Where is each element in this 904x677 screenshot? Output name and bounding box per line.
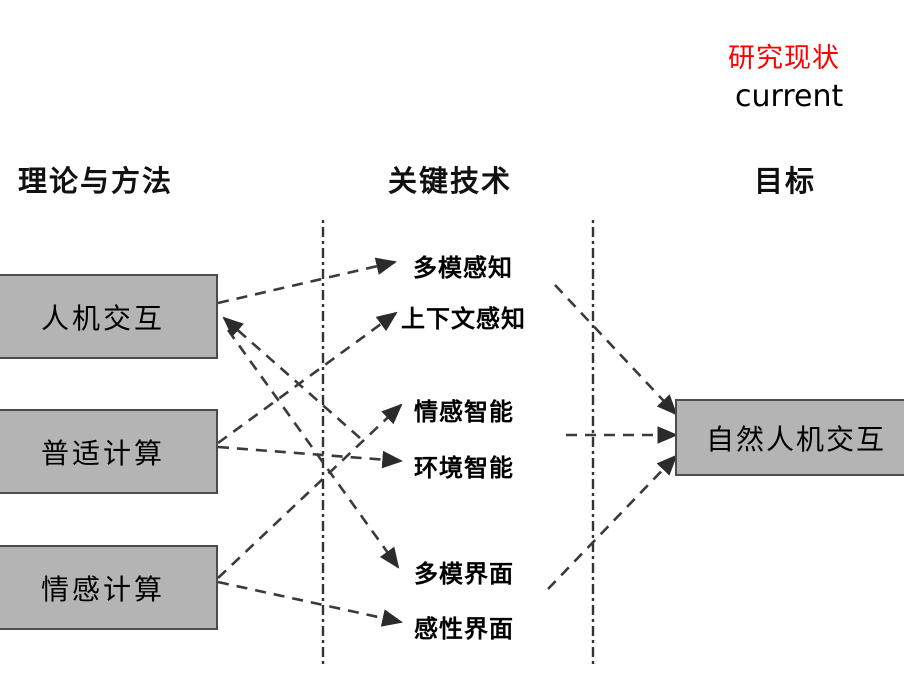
tech-label-kansei-interface: 感性界面: [414, 615, 514, 643]
connector-affective-to-affective-intelligence: [217, 403, 403, 579]
connector-multimodal-perception-to-natural-hci: [554, 284, 678, 416]
connector-multimodal-interface-to-natural-hci: [547, 454, 678, 590]
connector-hci-to-multimodal-perception: [217, 257, 398, 305]
tech-label-affective-intelligence: 情感智能: [414, 398, 514, 426]
tech-label-multimodal-interface: 多模界面: [414, 560, 514, 588]
tech-label-context-awareness: 上下文感知: [401, 305, 526, 333]
connector-affective-to-kansei-interface: [217, 580, 404, 627]
node-box-hci[interactable]: 人机交互: [0, 274, 218, 359]
connector-crossline-into-hci: [222, 316, 361, 439]
tech-label-multimodal-perception: 多模感知: [413, 254, 513, 282]
column-header-goal: 目标: [754, 164, 817, 198]
column-header-theory: 理论与方法: [18, 164, 174, 198]
slide-title-chinese: 研究现状: [728, 43, 840, 74]
connector-pervasive-to-context-awareness: [217, 311, 398, 445]
connector-pervasive-to-ambient-intelligence: [217, 445, 404, 469]
column-header-key-tech: 关键技术: [388, 164, 513, 198]
node-box-affective-computing[interactable]: 情感计算: [0, 545, 218, 630]
tech-label-ambient-intelligence: 环境智能: [414, 454, 514, 482]
node-box-natural-hci[interactable]: 自然人机交互: [675, 399, 904, 476]
slide-title-english: current: [735, 79, 844, 114]
node-box-pervasive-computing[interactable]: 普适计算: [0, 409, 218, 494]
connector-hci-to-multimodal-interface: [226, 329, 400, 569]
